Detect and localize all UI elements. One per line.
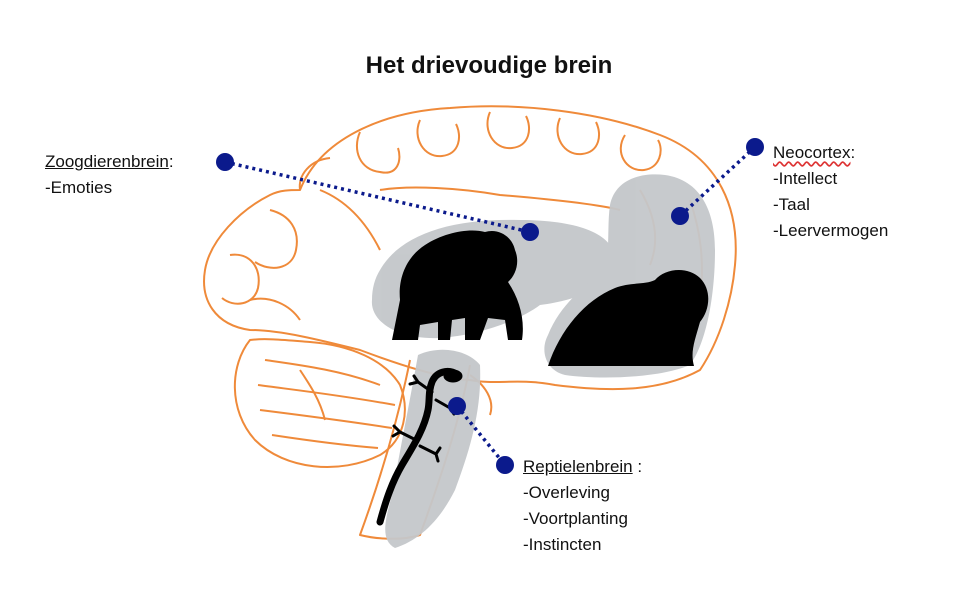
marker-neocortex-point [671, 207, 689, 225]
connector-zoogdieren [224, 160, 531, 234]
label-heading: Reptielenbrein [523, 457, 633, 476]
label-item: -Voortplanting [523, 509, 628, 528]
label-item: -Emoties [45, 178, 113, 197]
label-item: -Taal [773, 195, 810, 214]
marker-zoogdieren-label [216, 153, 234, 171]
connector-neocortex [678, 145, 757, 218]
label-item: -Leervermogen [773, 221, 889, 240]
marker-reptielen-label [496, 456, 514, 474]
gorilla-head-silhouette-icon [548, 269, 709, 366]
label-item: -Overleving [523, 483, 610, 502]
diagram-title: Het drievoudige brein [365, 52, 613, 79]
label-reptielenbrein: Reptielenbrein : -Overleving -Voortplant… [523, 454, 642, 558]
label-heading: Neocortex [773, 143, 851, 162]
markers [216, 138, 764, 474]
label-zoogdierenbrein: Zoogdierenbrein: -Emoties [45, 149, 174, 201]
connector-reptielen [455, 404, 507, 467]
label-item: -Intellect [773, 169, 838, 188]
label-item: -Instincten [523, 535, 602, 554]
label-neocortex: Neocortex: -Intellect -Taal -Leervermoge… [773, 140, 888, 244]
connectors [224, 145, 757, 467]
marker-zoogdieren-point [521, 223, 539, 241]
marker-neocortex-label [746, 138, 764, 156]
label-suffix: : [632, 457, 643, 476]
marker-reptielen-point [448, 397, 466, 415]
gorilla-silhouette-icon [392, 230, 523, 340]
label-suffix: : [168, 152, 174, 171]
label-heading: Zoogdierenbrein [45, 152, 169, 171]
label-suffix: : [850, 143, 856, 162]
